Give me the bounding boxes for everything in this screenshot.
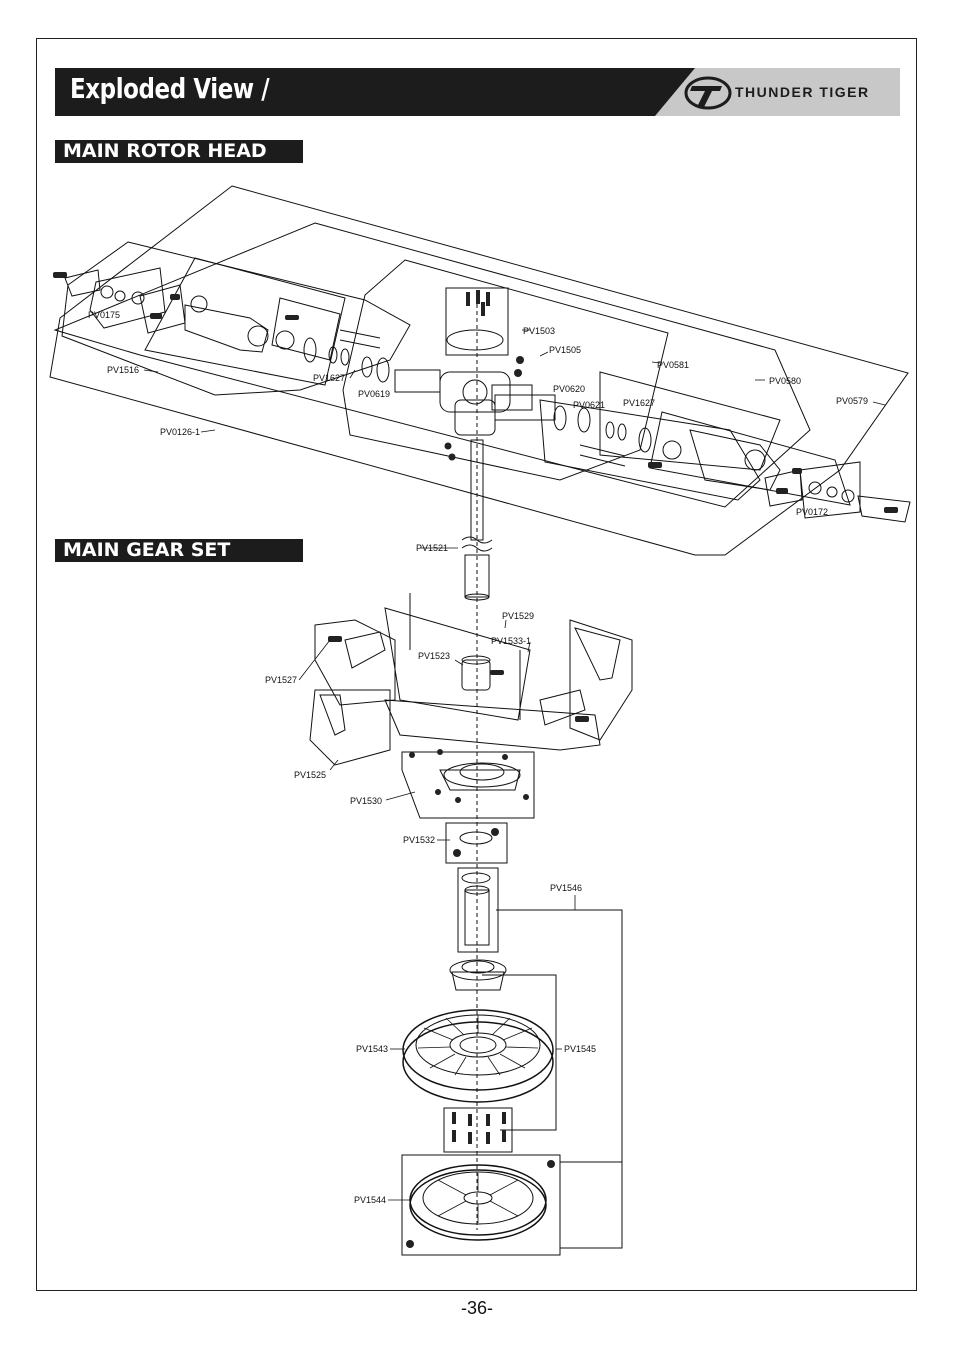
pv1530-bracket (401, 751, 535, 819)
label-pv0619: PV0619 (358, 389, 390, 399)
label-pv1533-1: PV1533-1 (491, 636, 531, 646)
label-pv1516: PV1516 (107, 365, 139, 375)
label-pv1543: PV1543 (356, 1044, 388, 1054)
label-pv1546: PV1546 (550, 883, 582, 893)
label-pv0580: PV0580 (769, 376, 801, 386)
page-title: Exploded View / (70, 72, 270, 105)
header-brand-panel (655, 68, 900, 116)
label-pv1532: PV1532 (403, 835, 435, 845)
label-pv0620: PV0620 (553, 384, 585, 394)
label-pv0126-1: PV0126-1 (160, 427, 200, 437)
label-pv1530: PV1530 (350, 796, 382, 806)
label-pv0172: PV0172 (796, 507, 828, 517)
brand-name: THUNDER TIGER (735, 84, 870, 100)
page-number: -36- (460, 1298, 493, 1318)
section-main-rotor-head: MAIN ROTOR HEAD (55, 140, 303, 163)
section-main-gear-set: MAIN GEAR SET (55, 539, 303, 562)
label-pv1529: PV1529 (502, 611, 534, 621)
label-pv1521: PV1521 (416, 543, 448, 553)
label-pv1627-left: PV1627 (313, 373, 345, 383)
label-pv1525: PV1525 (294, 770, 326, 780)
label-pv1544: PV1544 (354, 1195, 386, 1205)
label-pv0621: PV0621 (573, 400, 605, 410)
label-pv0581: PV0581 (657, 360, 689, 370)
label-pv1505: PV1505 (549, 345, 581, 355)
label-pv0175: PV0175 (88, 310, 120, 320)
label-pv0579: PV0579 (836, 396, 868, 406)
label-pv1545: PV1545 (564, 1044, 596, 1054)
label-pv1527: PV1527 (265, 675, 297, 685)
page-frame (36, 38, 917, 1291)
label-pv1503: PV1503 (523, 326, 555, 336)
label-pv1523: PV1523 (418, 651, 450, 661)
label-pv1627-right: PV1627 (623, 398, 655, 408)
pv0126-bracket (49, 185, 909, 556)
brand-logo-icon (684, 76, 732, 110)
